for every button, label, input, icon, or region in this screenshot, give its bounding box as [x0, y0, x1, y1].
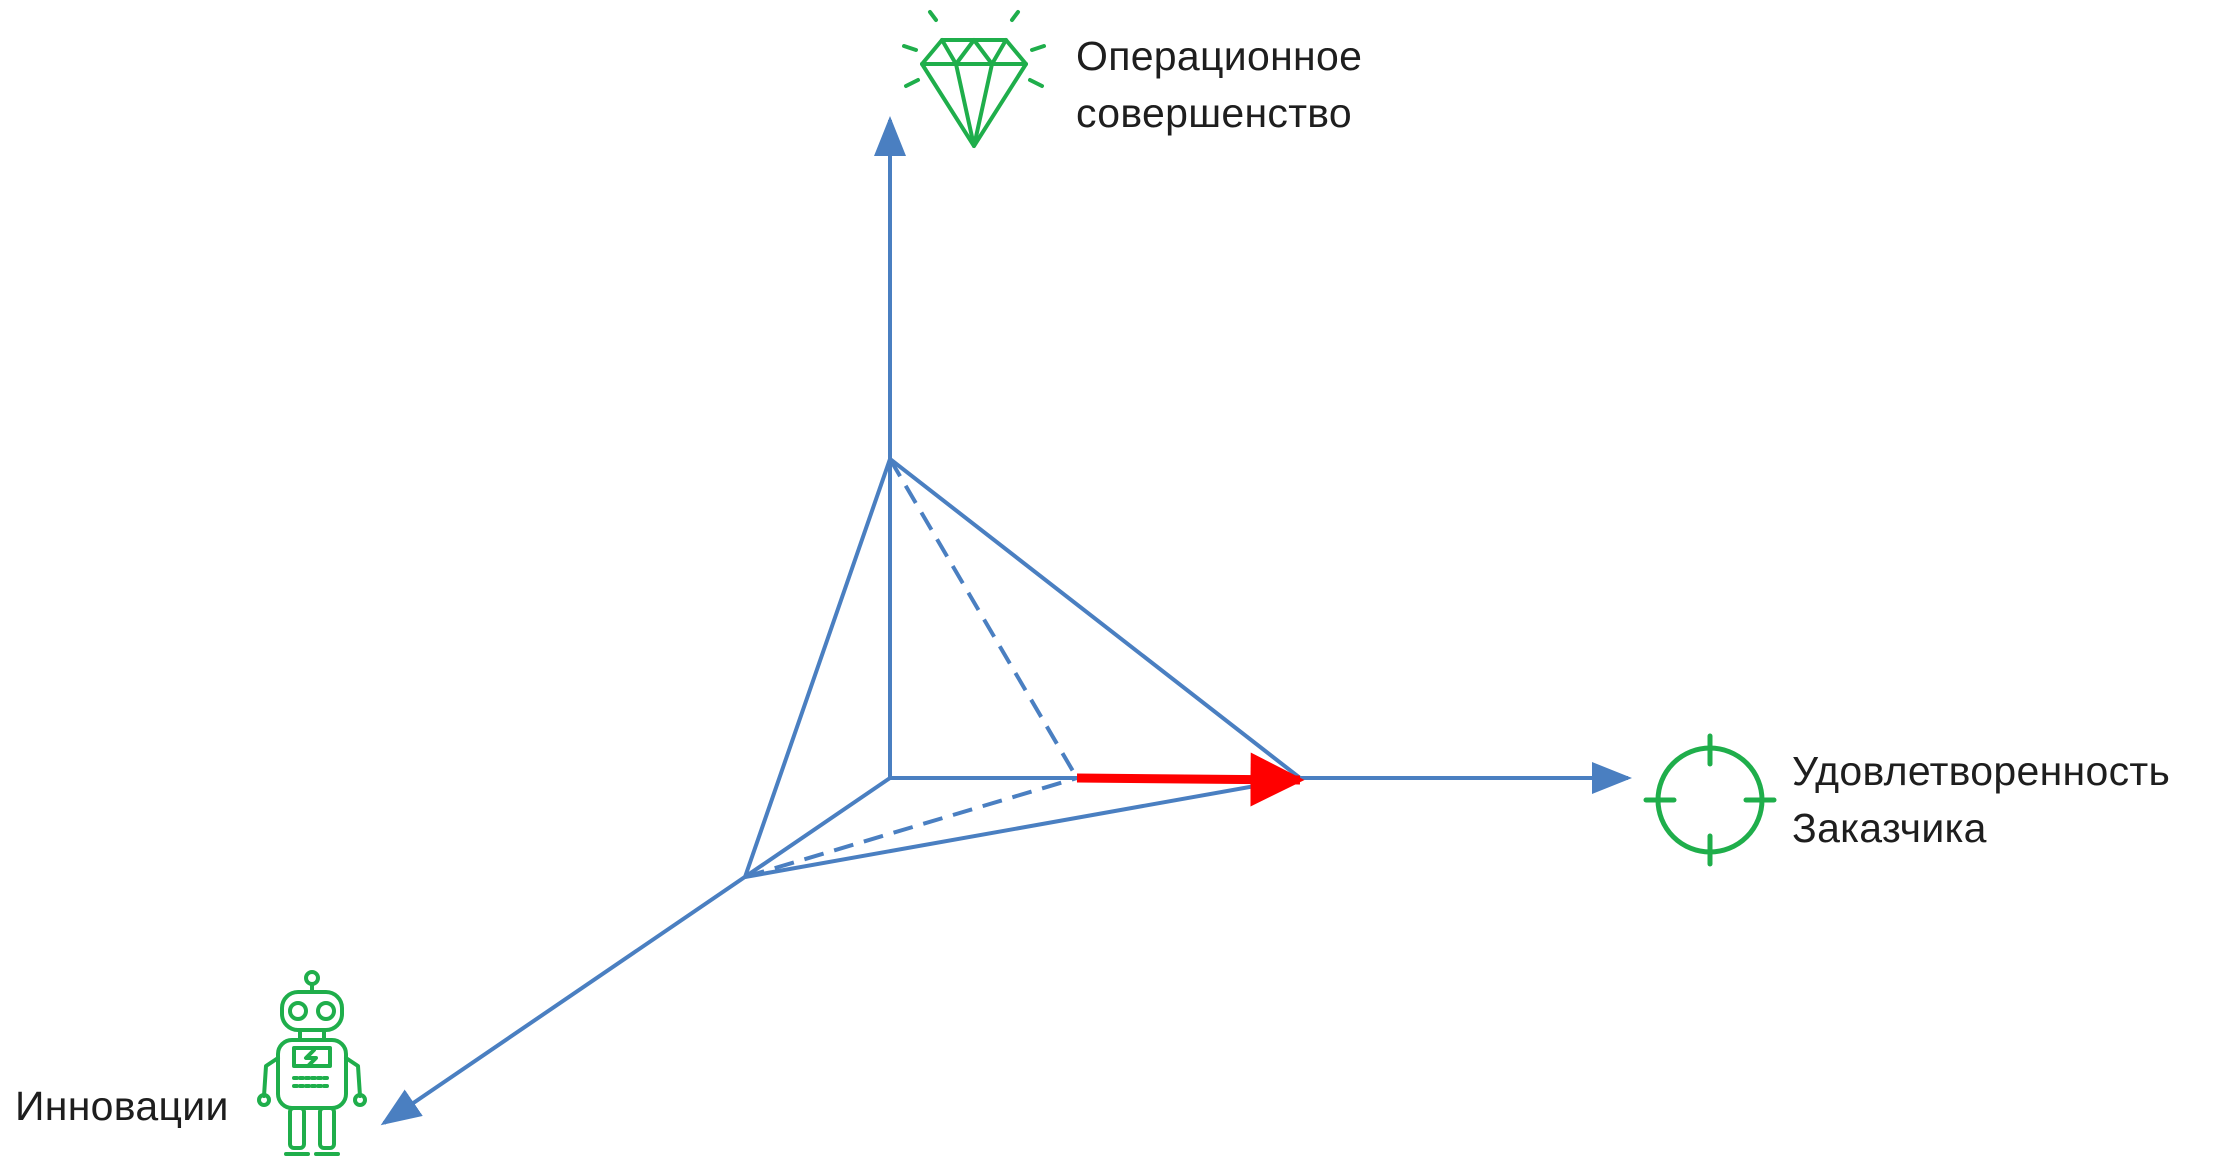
edge-top-right [888, 457, 1302, 780]
customer-label-line-2: Заказчика [1792, 805, 1987, 851]
robot-icon [257, 970, 367, 1156]
operational-excellence-label: Операционное совершенство [1076, 28, 1362, 142]
operational-label-line-1: Операционное [1076, 33, 1363, 79]
customer-label-line-1: Удовлетворенность [1792, 748, 2171, 794]
diamond-icon [902, 10, 1046, 148]
edge-top-left [743, 458, 892, 878]
innovation-label: Инновации [15, 1078, 229, 1135]
customer-satisfaction-label: Удовлетворенность Заказчика [1792, 743, 2170, 857]
dashed-projection-top [888, 457, 1079, 780]
operational-label-line-2: совершенство [1076, 90, 1353, 136]
edge-bottom [744, 776, 1301, 879]
target-icon [1643, 733, 1777, 867]
highlight-arrow [1076, 752, 1305, 807]
dashed-projection-bottom [744, 776, 1078, 879]
axis-innovation [380, 776, 892, 1126]
innovation-label-text: Инновации [15, 1083, 229, 1129]
